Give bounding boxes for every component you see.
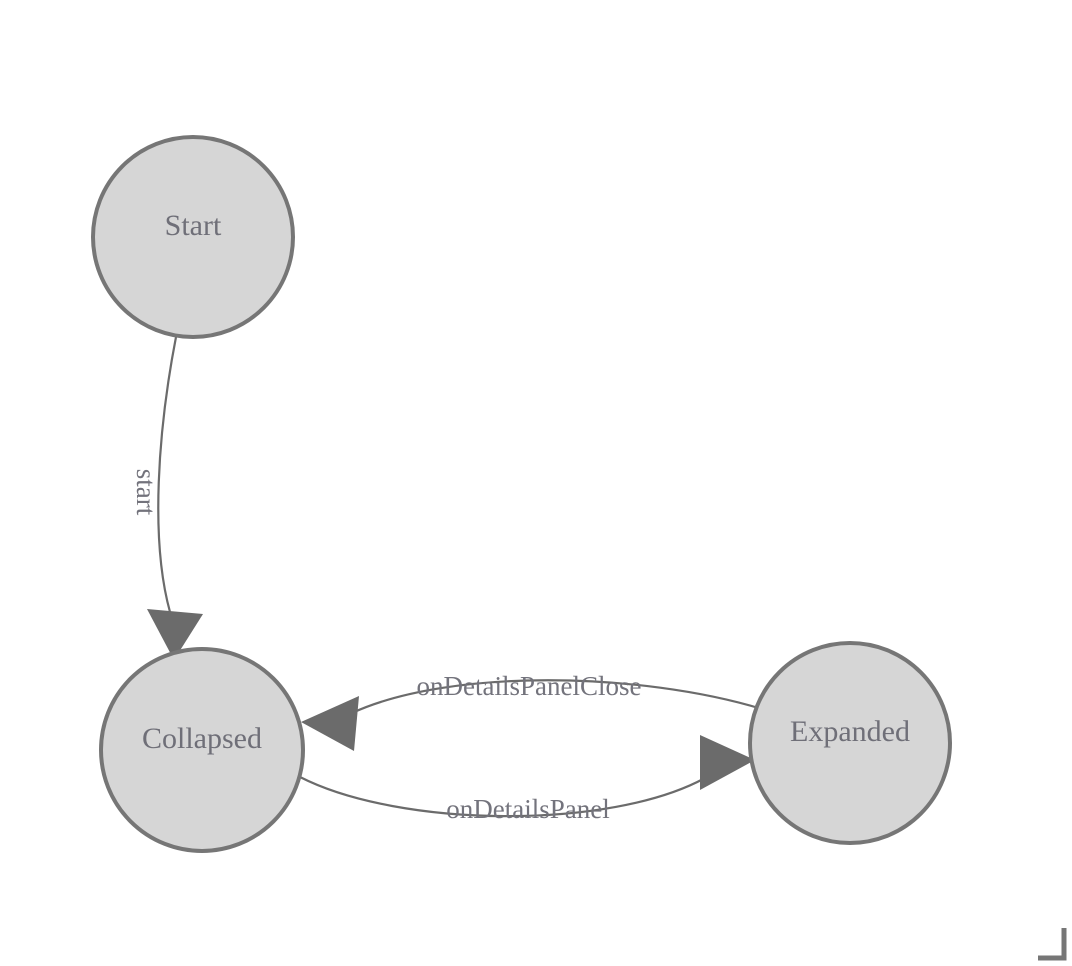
node-start-circle xyxy=(91,135,295,339)
edge-collapsed-to-expanded[interactable] xyxy=(299,735,755,818)
node-collapsed[interactable]: Collapsed xyxy=(99,647,305,853)
node-expanded[interactable]: Expanded xyxy=(748,641,952,845)
edge-label-on-details-panel-close: onDetailsPanelClose xyxy=(417,671,642,701)
arrowhead-into-collapsed-from-expanded xyxy=(301,696,359,751)
node-start-label: Start xyxy=(165,209,222,242)
edge-start-to-collapsed[interactable] xyxy=(147,336,203,660)
edge-label-start: start xyxy=(131,469,161,516)
arrowhead-into-collapsed-from-start xyxy=(147,609,203,660)
edge-expanded-to-collapsed[interactable] xyxy=(301,679,763,751)
node-start[interactable]: Start xyxy=(91,135,295,339)
node-expanded-label: Expanded xyxy=(790,715,910,748)
edge-line-expanded-to-collapsed xyxy=(351,679,763,715)
node-collapsed-circle xyxy=(99,647,305,853)
edge-line-collapsed-to-expanded xyxy=(299,776,706,818)
edge-label-on-details-panel: onDetailsPanel xyxy=(446,794,609,824)
arrowhead-into-expanded-from-collapsed xyxy=(700,735,755,790)
node-expanded-circle xyxy=(748,641,952,845)
viewport-corner-marker xyxy=(1038,928,1067,961)
node-collapsed-label: Collapsed xyxy=(142,722,262,755)
edge-line-start-to-collapsed xyxy=(157,336,178,613)
